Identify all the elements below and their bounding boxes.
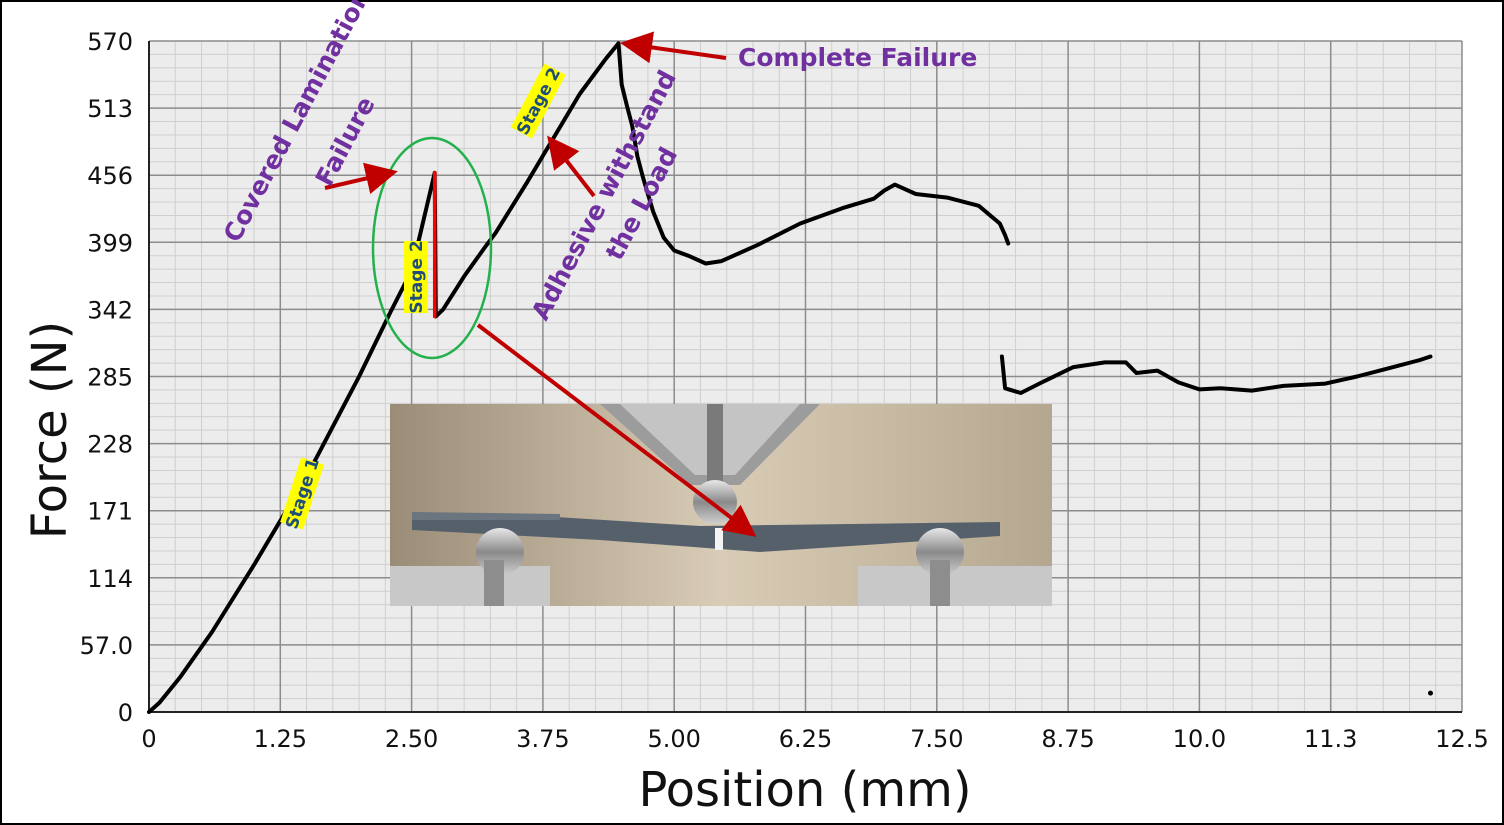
y-tick-label: 114 (87, 565, 133, 593)
y-axis-title: Force (N) (22, 321, 78, 539)
data-series (147, 41, 1433, 714)
arrow-to-photo (476, 323, 757, 537)
x-tick-label: 5.00 (647, 725, 700, 753)
y-tick-label: 57.0 (80, 632, 133, 660)
y-tick-label: 570 (87, 28, 133, 56)
series-line-2 (616, 41, 1011, 266)
y-tick-label: 513 (87, 95, 133, 123)
arrow-complete-failure (620, 31, 727, 64)
x-tick-label: 8.75 (1041, 725, 1094, 753)
y-tick-label: 399 (87, 229, 133, 257)
x-tick-label: 6.25 (779, 725, 832, 753)
series-point (1427, 690, 1433, 696)
y-tick-label: 342 (87, 296, 133, 324)
plot-axes (148, 41, 1462, 713)
x-tick-label: 12.5 (1435, 725, 1488, 753)
x-tick-label: 1.25 (254, 725, 307, 753)
stage-2-label-inner: Stage 2 (407, 240, 427, 313)
y-tick-label: 456 (87, 162, 133, 190)
x-tick-label: 3.75 (516, 725, 569, 753)
x-tick-labels: 0 1.25 2.50 3.75 5.00 6.25 7.50 8.75 10.0 11.3 12.… (141, 725, 1488, 753)
arrow-adhesive (547, 135, 596, 198)
specimen-photo (390, 404, 1052, 606)
y-tick-label: 171 (87, 498, 133, 526)
stage-2-badge-inner: Stage 2 (404, 240, 428, 314)
stage-2-highlight-ellipse (371, 136, 493, 360)
y-tick-label: 0 (118, 699, 133, 727)
complete-failure-label: Complete Failure (738, 43, 977, 72)
x-tick-label: 2.50 (385, 725, 438, 753)
y-tick-label: 285 (87, 364, 133, 392)
series-line-3 (999, 354, 1433, 395)
x-tick-label: 0 (141, 725, 156, 753)
x-tick-label: 7.50 (910, 725, 963, 753)
arrow-lamination (324, 162, 398, 194)
y-tick-label: 228 (87, 431, 133, 459)
x-tick-label: 11.3 (1304, 725, 1357, 753)
x-axis-title: Position (mm) (638, 762, 971, 818)
y-tick-labels: 0 57.0 114 171 228 285 342 399 456 513 570 (80, 28, 133, 727)
x-tick-label: 10.0 (1173, 725, 1226, 753)
